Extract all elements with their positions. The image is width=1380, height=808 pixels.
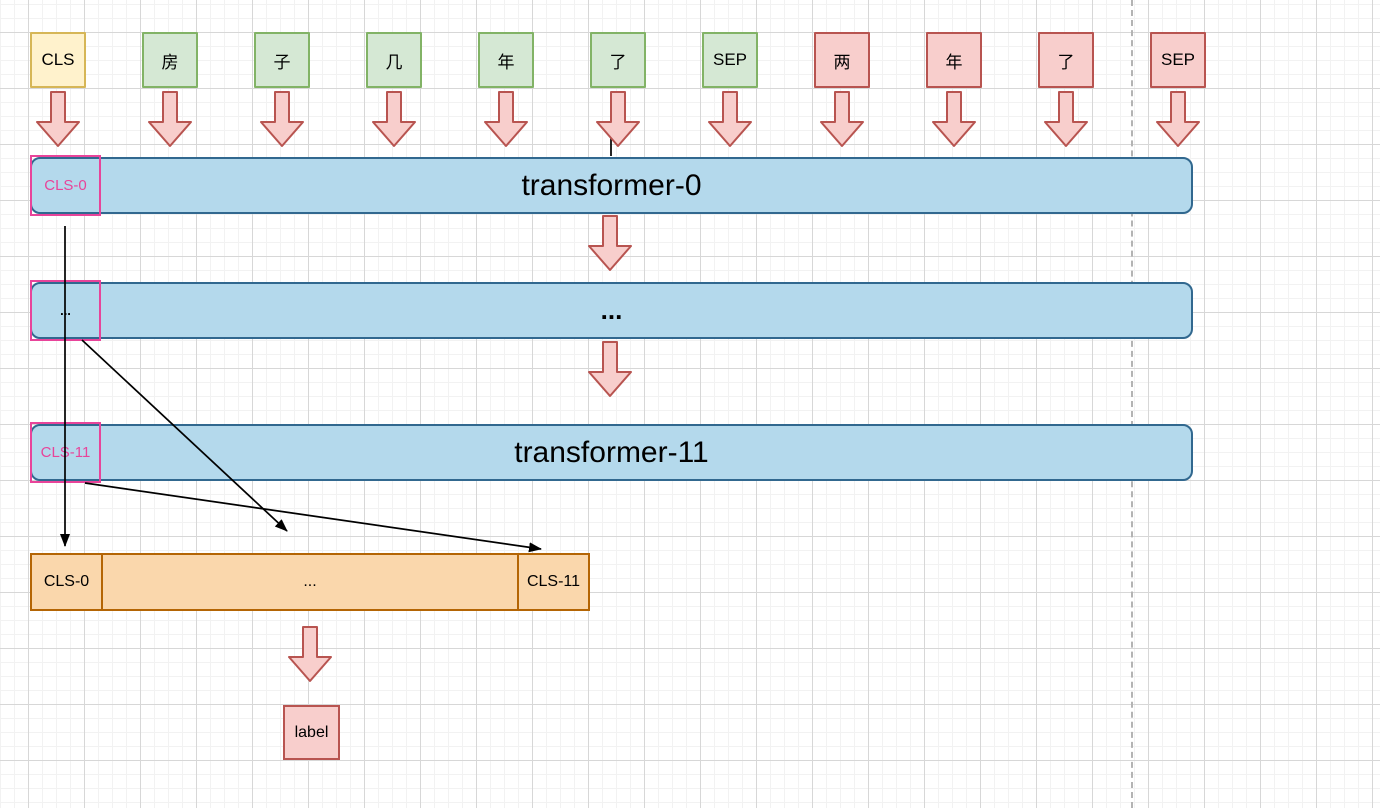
hidden-layers-label: ... xyxy=(600,295,623,325)
token-box-2[interactable]: 子 xyxy=(254,32,310,88)
cls-11-box-label: CLS-11 xyxy=(40,444,91,461)
down-arrow-transformer0-hidden[interactable] xyxy=(588,215,632,271)
token-box-7[interactable]: 两 xyxy=(814,32,870,88)
edge-cls11-to-pooled[interactable] xyxy=(84,482,542,553)
transformer-0-label: transformer-0 xyxy=(521,168,702,202)
transformer-11-bar[interactable]: transformer-11 xyxy=(30,424,1193,481)
token-box-4[interactable]: 年 xyxy=(478,32,534,88)
down-arrow-token-6[interactable] xyxy=(708,91,752,147)
token-label: SEP xyxy=(712,50,748,69)
pooled-cell-label: CLS-0 xyxy=(43,573,90,590)
token-box-1[interactable]: 房 xyxy=(142,32,198,88)
cls-11-box[interactable]: CLS-11 xyxy=(30,422,101,483)
token-label: 房 xyxy=(161,52,179,72)
down-arrow-token-2[interactable] xyxy=(260,91,304,147)
transformer-0-bar[interactable]: transformer-0 xyxy=(30,157,1193,214)
down-arrow-token-1[interactable] xyxy=(148,91,192,147)
down-arrow-token-10[interactable] xyxy=(1156,91,1200,147)
down-arrow-pooled-label[interactable] xyxy=(288,626,332,682)
token-box-9[interactable]: 了 xyxy=(1038,32,1094,88)
down-arrow-hidden-transformer11[interactable] xyxy=(588,341,632,397)
cls-hidden-box[interactable]: ... xyxy=(30,280,101,341)
down-arrow-token-4[interactable] xyxy=(484,91,528,147)
token-label: CLS xyxy=(41,50,75,69)
transformer-11-label: transformer-11 xyxy=(514,435,709,469)
token-label: 年 xyxy=(945,52,963,72)
pooled-cell-middle[interactable]: ... xyxy=(101,555,519,609)
cls-0-box[interactable]: CLS-0 xyxy=(30,155,101,216)
pooled-cell-cls-0[interactable]: CLS-0 xyxy=(32,555,101,609)
token-box-8[interactable]: 年 xyxy=(926,32,982,88)
page-boundary-line xyxy=(1131,0,1133,808)
token-label: SEP xyxy=(1160,50,1196,69)
label-box[interactable]: label xyxy=(283,705,340,760)
token-label: 了 xyxy=(609,52,627,72)
token-label: 子 xyxy=(273,52,291,72)
token-label: 几 xyxy=(385,52,403,72)
label-box-text: label xyxy=(294,723,329,741)
down-arrow-token-3[interactable] xyxy=(372,91,416,147)
down-arrow-token-7[interactable] xyxy=(820,91,864,147)
hidden-layers-bar[interactable]: ... xyxy=(30,282,1193,339)
down-arrow-token-5[interactable] xyxy=(596,91,640,147)
token-box-sep-1[interactable]: SEP xyxy=(702,32,758,88)
token-box-5[interactable]: 了 xyxy=(590,32,646,88)
token-label: 两 xyxy=(833,52,851,72)
pooled-cell-label: ... xyxy=(303,573,317,590)
pooled-cell-label: CLS-11 xyxy=(526,573,581,590)
token-box-sep-2[interactable]: SEP xyxy=(1150,32,1206,88)
token-label: 年 xyxy=(497,52,515,72)
token-box-3[interactable]: 几 xyxy=(366,32,422,88)
token-box-cls[interactable]: CLS xyxy=(30,32,86,88)
token-label: 了 xyxy=(1057,52,1075,72)
down-arrow-token-0[interactable] xyxy=(36,91,80,147)
down-arrow-token-9[interactable] xyxy=(1044,91,1088,147)
cls-hidden-box-label: ... xyxy=(60,303,71,318)
cls-0-box-label: CLS-0 xyxy=(44,177,87,194)
pooled-cell-cls-11[interactable]: CLS-11 xyxy=(519,555,588,609)
down-arrow-token-8[interactable] xyxy=(932,91,976,147)
pooled-cls-bar[interactable]: CLS-0 ... CLS-11 xyxy=(30,553,590,611)
